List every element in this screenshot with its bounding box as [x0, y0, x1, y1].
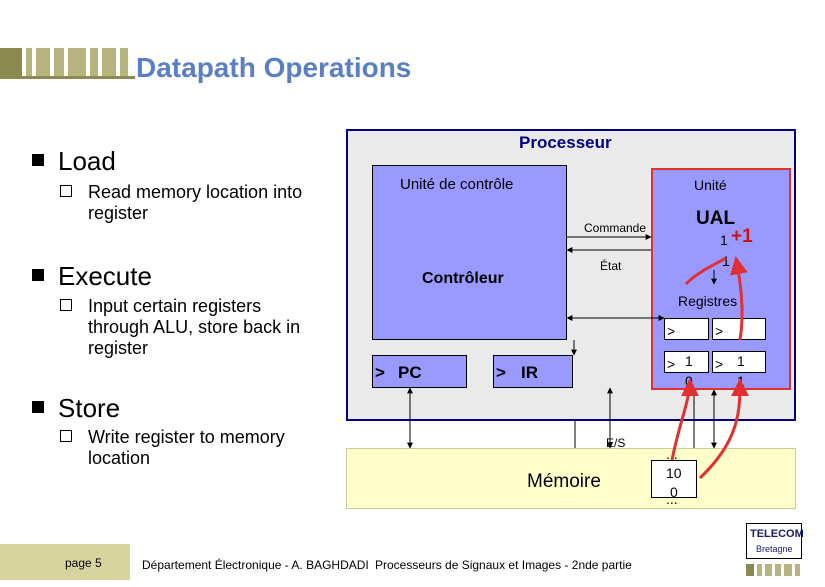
controller-label: Contrôleur — [422, 270, 504, 287]
footer-department: Département Électronique - A. BAGHDADI — [142, 558, 369, 572]
alu-input-b: 1 — [722, 253, 730, 269]
register-r1-marker: > — [715, 323, 724, 339]
ir-register — [493, 355, 573, 388]
alu-operation: +1 — [731, 226, 753, 247]
memory-cell-1: 10 — [666, 465, 682, 481]
sub-bullet-load: Read memory location into register — [60, 182, 318, 224]
register-r2-value-top: 1 — [685, 353, 693, 369]
memory-cell-2: 0 — [670, 484, 678, 500]
memory-dots-bottom: ... — [666, 491, 678, 507]
memory-block — [346, 448, 796, 509]
bullet-square-icon — [32, 401, 44, 414]
alu-in-a-arrow — [684, 256, 727, 286]
bullet-execute: Execute — [32, 261, 152, 292]
register-r3-marker: > — [715, 356, 724, 372]
brand-line2: Bretagne — [756, 544, 793, 554]
pc-register — [372, 355, 467, 388]
ir-marker: > — [496, 363, 506, 382]
page-number: page 5 — [65, 556, 102, 570]
registers-label: Registres — [678, 293, 738, 309]
footer-course: Processeurs de Signaux et Images - 2nde … — [375, 558, 632, 572]
control-unit-label: Unité de contrôle — [400, 176, 514, 193]
checkbox-bullet-icon — [60, 185, 72, 197]
command-label: Commande — [583, 221, 647, 235]
checkbox-bullet-icon — [60, 299, 72, 311]
page-title: Datapath Operations — [136, 52, 412, 83]
alu-input-a: 1 — [720, 232, 728, 248]
alu-label: UAL — [696, 208, 736, 229]
memory-cells — [651, 460, 697, 498]
register-r0 — [664, 318, 709, 340]
checkbox-bullet-icon — [60, 430, 72, 442]
ir-label: IR — [521, 363, 538, 382]
register-r0-marker: > — [667, 323, 676, 339]
footer-logo-bars-icon — [746, 564, 800, 576]
register-r3-value-top: 1 — [737, 353, 745, 369]
bullet-square-icon — [32, 154, 44, 167]
pc-marker: > — [375, 363, 385, 382]
alu-in-b-arrow — [730, 256, 748, 341]
bullet-store: Store — [32, 393, 120, 424]
register-r3 — [712, 351, 766, 373]
logo-bars-icon — [0, 48, 135, 79]
register-r2 — [664, 351, 709, 373]
bullet-square-icon — [32, 269, 44, 282]
load-red-arrow — [670, 378, 699, 461]
store-red-arrow — [698, 378, 749, 480]
footer-page-badge: page 5 — [0, 544, 130, 580]
sub-bullet-execute: Input certain registers through ALU, sto… — [60, 296, 318, 359]
register-r2-marker: > — [667, 356, 676, 372]
processor-label: Processeur — [519, 133, 612, 152]
memory-label: Mémoire — [527, 471, 601, 492]
pc-label: PC — [398, 363, 422, 382]
telecom-logo: TELECOM Bretagne — [746, 523, 804, 559]
unit-label: Unité — [694, 177, 727, 193]
sub-bullet-store: Write register to memory location — [60, 427, 328, 469]
brand-line1: TELECOM — [750, 528, 804, 540]
state-label: État — [600, 259, 622, 273]
bullet-load: Load — [32, 146, 116, 177]
